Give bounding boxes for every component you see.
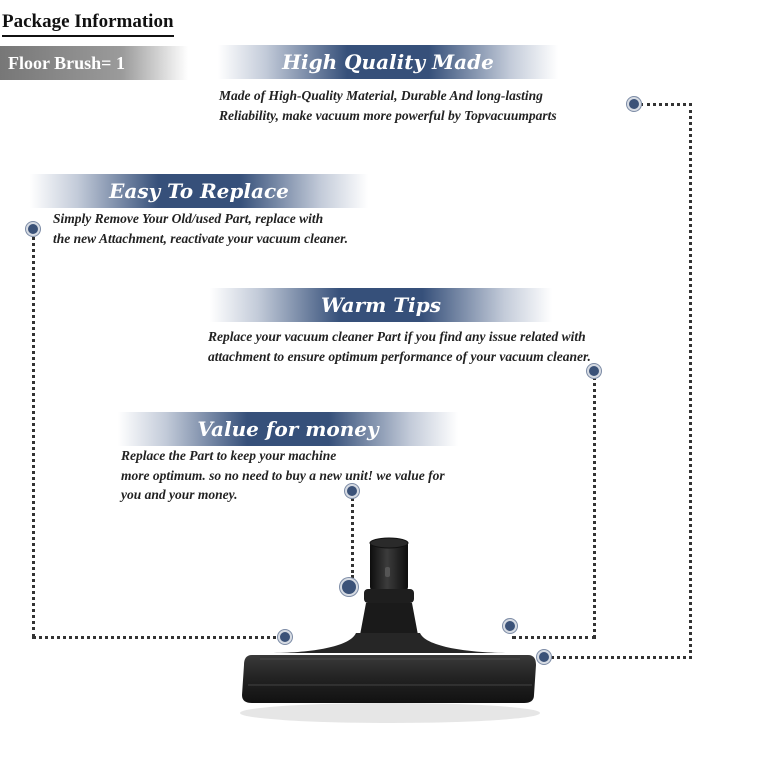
marker-dot-left-head <box>278 630 292 644</box>
connector-line <box>351 493 354 578</box>
marker-dot-neck <box>340 578 358 596</box>
connector-line <box>640 103 692 106</box>
connector-line <box>512 636 596 639</box>
desc-line: Reliability, make vacuum more powerful b… <box>219 107 557 123</box>
package-item-bar: Floor Brush= 1 <box>0 46 188 80</box>
desc-warm-tips: Replace your vacuum cleaner Part if you … <box>208 327 591 366</box>
desc-line: Replace your vacuum cleaner Part if you … <box>208 329 586 344</box>
desc-easy-replace: Simply Remove Your Old/used Part, replac… <box>53 209 348 248</box>
package-info-title: Package Information <box>2 10 174 37</box>
banner-easy-replace: Easy To Replace <box>30 174 368 208</box>
desc-line: the new Attachment, reactivate your vacu… <box>53 230 348 246</box>
floor-brush-icon <box>240 537 540 723</box>
connector-line <box>689 103 692 659</box>
connector-line <box>544 656 692 659</box>
desc-line: Replace the Part to keep your machine <box>121 448 337 463</box>
desc-line: Simply Remove Your Old/used Part, replac… <box>53 211 324 226</box>
connector-line <box>32 230 35 638</box>
desc-value-money: Replace the Part to keep your machine mo… <box>121 446 445 505</box>
banner-high-quality: High Quality Made <box>218 45 558 79</box>
connector-line <box>593 372 596 638</box>
floor-brush-image <box>230 535 550 735</box>
banner-value-money: Value for money <box>118 412 458 446</box>
marker-dot-front-head <box>537 650 551 664</box>
desc-high-quality: Made of High-Quality Material, Durable A… <box>219 86 557 125</box>
marker-dot-value-money <box>345 484 359 498</box>
desc-line: more optimum. so no need to buy a new un… <box>121 467 445 483</box>
desc-line: attachment to ensure optimum performance… <box>208 348 591 364</box>
marker-dot-right-head <box>503 619 517 633</box>
marker-dot-easy-replace <box>26 222 40 236</box>
connector-line <box>32 636 284 639</box>
desc-line: Made of High-Quality Material, Durable A… <box>219 88 543 103</box>
banner-warm-tips: Warm Tips <box>210 288 552 322</box>
marker-dot-warm-tips <box>587 364 601 378</box>
desc-line: you and your money. <box>121 487 238 502</box>
marker-dot-high-quality <box>627 97 641 111</box>
